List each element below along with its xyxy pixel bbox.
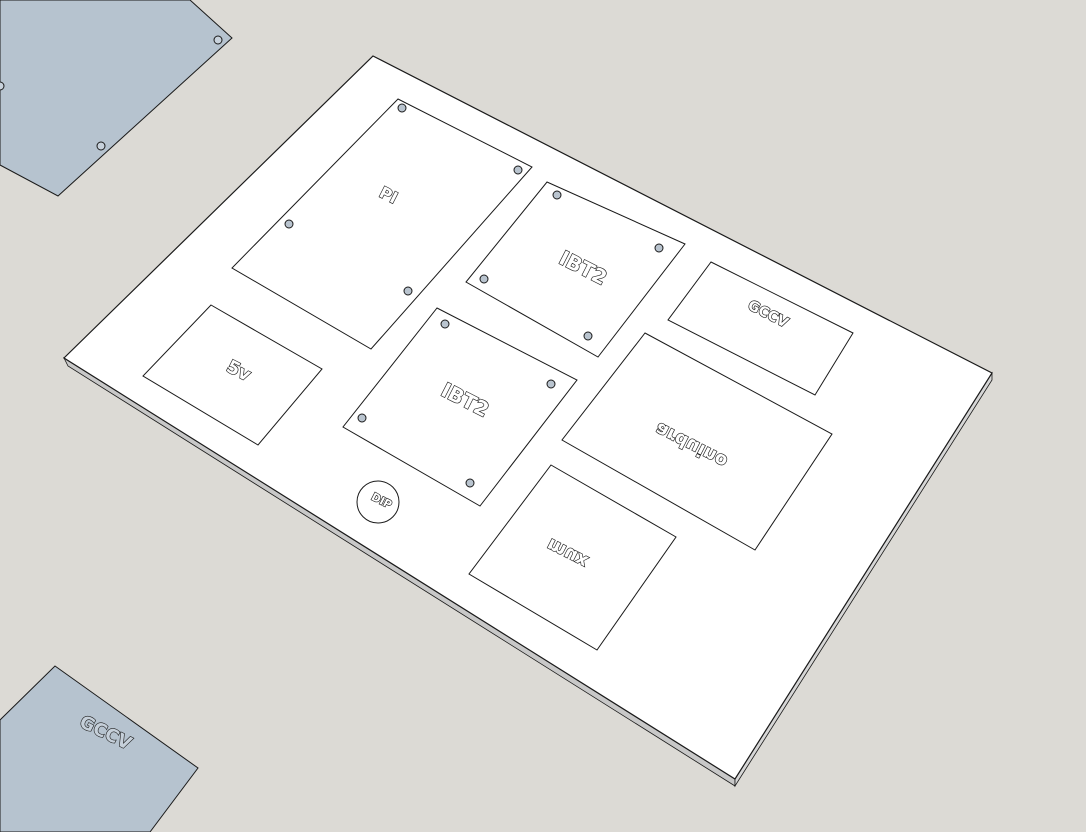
screw-hole-icon	[546, 379, 556, 389]
screw-hole-icon	[440, 319, 450, 329]
main-board[interactable]	[63, 55, 993, 780]
screw-hole-icon	[96, 141, 106, 151]
bottom-left-gccv-panel[interactable]: GCCV	[0, 665, 199, 832]
screw-hole-icon	[284, 219, 294, 229]
screw-hole-icon	[513, 165, 523, 175]
screw-hole-icon	[213, 35, 223, 45]
screw-hole-icon	[0, 81, 5, 91]
screw-hole-icon	[403, 286, 413, 296]
screw-hole-icon	[357, 413, 367, 423]
screw-hole-icon	[583, 331, 593, 341]
screw-hole-icon	[654, 243, 664, 253]
screw-hole-icon	[465, 478, 475, 488]
top-left-mounting-plate[interactable]	[0, 0, 233, 197]
screw-hole-icon	[397, 103, 407, 113]
screw-hole-icon	[552, 190, 562, 200]
screw-hole-icon	[479, 274, 489, 284]
